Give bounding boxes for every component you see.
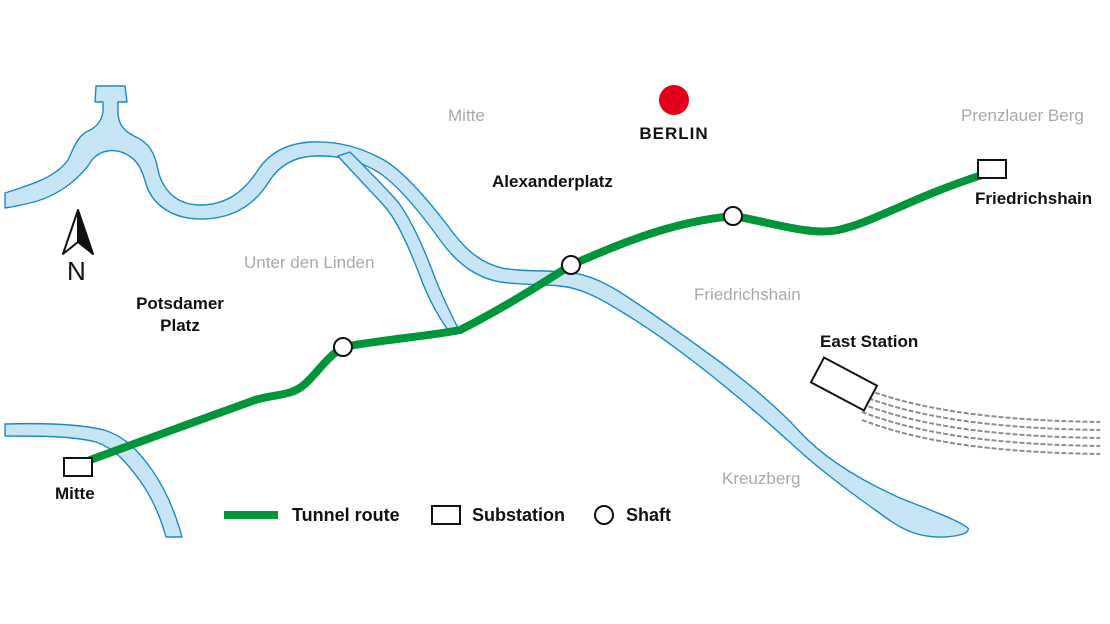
district-label-kreuzberg: Kreuzberg [722, 469, 801, 488]
legend-shaft-swatch [594, 505, 614, 525]
southwest-canal [4, 422, 183, 538]
place-label-alexanderplatz: Alexanderplatz [492, 172, 613, 191]
spree-river [4, 85, 969, 538]
substation-label-friedrichshain: Friedrichshain [975, 189, 1093, 208]
district-label-mitte: Mitte [448, 106, 485, 125]
place-label-east-station: East Station [820, 332, 919, 351]
substation-friedrichshain [977, 159, 1007, 179]
legend-label-shaft: Shaft [626, 505, 671, 525]
district-label-unter-den-linden: Unter den Linden [244, 253, 375, 272]
substation-label-mitte: Mitte [55, 484, 95, 503]
shaft-marker [333, 337, 353, 357]
district-label-friedrichshain: Friedrichshain [694, 285, 801, 304]
legend-substation-swatch [431, 505, 461, 525]
shaft-marker [561, 255, 581, 275]
east-station-building [809, 356, 879, 412]
place-label-platz: Platz [160, 316, 200, 335]
place-label-potsdamer: Potsdamer [136, 294, 224, 313]
north-arrow-icon [62, 209, 94, 255]
railway-tracks [861, 387, 1101, 455]
substation-mitte [63, 457, 93, 477]
shaft-marker [723, 206, 743, 226]
legend-label-substation: Substation [472, 505, 565, 525]
shafts [333, 206, 743, 357]
district-label-prenzlauer-berg: Prenzlauer Berg [961, 106, 1084, 125]
city-label: BERLIN [639, 124, 709, 143]
north-label: N [67, 256, 86, 286]
tunnel-route [86, 170, 989, 464]
berlin-marker [659, 85, 689, 115]
legend-label-tunnel-route: Tunnel route [292, 505, 400, 525]
